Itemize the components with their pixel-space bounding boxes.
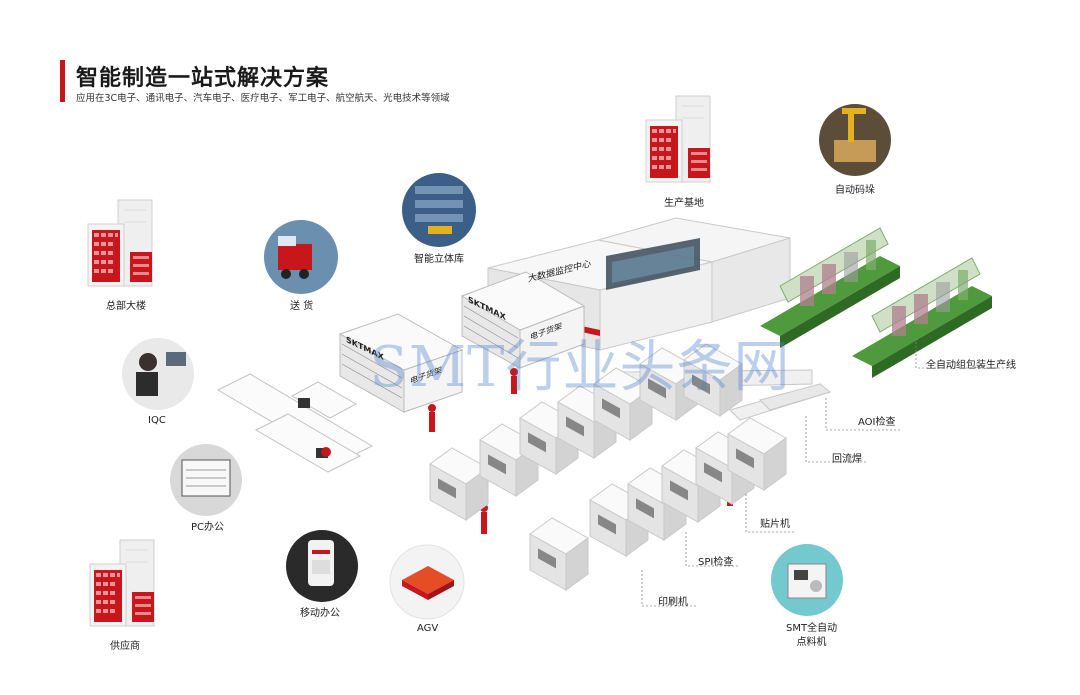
- label-printer: 印刷机: [658, 597, 688, 608]
- title-accent-bar: [60, 60, 65, 102]
- label-packaging-line: 全自动组包装生产线: [926, 360, 1016, 371]
- label-aoi: AOI检查: [858, 417, 896, 428]
- smt-lower-line: [529, 383, 832, 591]
- electronic-shelf-a: [460, 271, 586, 369]
- office-desks: [216, 373, 374, 473]
- label-pc-office: PC办公: [191, 522, 225, 533]
- headquarters-building: [87, 199, 153, 287]
- label-supplier: 供应商: [110, 641, 140, 652]
- label-smt-counter-line2: 点料机: [796, 637, 827, 648]
- warehouse-photo: [402, 173, 476, 247]
- smt-auto-counter-photo: [771, 544, 843, 616]
- agv-photo: [389, 544, 465, 620]
- label-smt-counter: SMT全自动 点料机: [786, 622, 837, 650]
- palletizing-photo: [819, 104, 891, 176]
- delivery-truck-photo: [264, 220, 338, 294]
- label-reflow: 回流焊: [832, 454, 862, 465]
- iqc-photo: [122, 338, 194, 410]
- label-leader-lines: [641, 338, 1018, 607]
- page-title: 智能制造一站式解决方案: [76, 66, 330, 91]
- label-mobile-office: 移动办公: [300, 608, 340, 619]
- label-spi: SPI检查: [698, 557, 734, 568]
- pc-office-photo: [170, 444, 242, 516]
- mobile-office-photo: [286, 530, 358, 602]
- label-iqc: IQC: [148, 415, 166, 426]
- supplier-building: [89, 539, 155, 627]
- label-agv: AGV: [417, 623, 439, 634]
- page-subtitle: 应用在3C电子、通讯电子、汽车电子、医疗电子、军工电子、航空航天、光电技术等领域: [76, 93, 450, 104]
- electronic-shelf-b: [338, 313, 464, 413]
- label-production-base: 生产基地: [664, 198, 704, 209]
- production-base-building: [645, 95, 711, 183]
- label-delivery: 送 货: [290, 301, 314, 312]
- label-hq: 总部大楼: [106, 301, 146, 312]
- watermark-text: SMT行业头条网: [369, 335, 791, 400]
- label-warehouse: 智能立体库: [414, 254, 464, 265]
- label-placement: 贴片机: [760, 519, 790, 530]
- label-palletizing: 自动码垛: [835, 185, 875, 196]
- label-smt-counter-line1: SMT全自动: [786, 623, 838, 634]
